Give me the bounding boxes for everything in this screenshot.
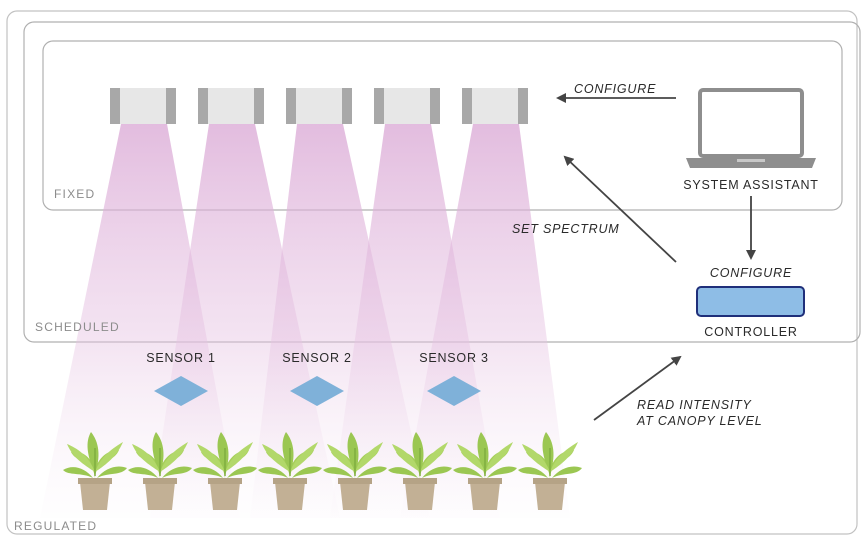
zone-label-fixed: FIXED [54,187,95,201]
zone-label-scheduled: SCHEDULED [35,320,120,334]
read-intensity-arrow-icon [593,355,682,421]
regulated-zone-frame [6,10,858,535]
light-fixture-icon [374,88,440,124]
sensor-icon [290,376,344,406]
set-spectrum-label: SET SPECTRUM [512,222,620,236]
sensors [154,376,481,406]
sensor-icon [427,376,481,406]
light-fixtures [110,88,528,124]
sensor-label-3: SENSOR 3 [419,351,489,365]
controller-icon [696,286,805,317]
read-intensity-label-line2: AT CANOPY LEVEL [636,414,762,428]
zone-label-regulated: REGULATED [14,519,97,533]
laptop-icon [686,88,816,168]
sensor-label-2: SENSOR 2 [282,351,352,365]
configure-label-top: CONFIGURE [574,82,656,96]
light-fixture-icon [286,88,352,124]
system-assistant-label: SYSTEM ASSISTANT [683,178,819,192]
sensor-label-1: SENSOR 1 [146,351,216,365]
light-beam [400,124,570,518]
configure-label-mid: CONFIGURE [710,266,792,280]
light-fixture-icon [462,88,528,124]
sensor-icon [154,376,208,406]
light-fixture-icon [198,88,264,124]
light-beams [40,124,570,518]
set-spectrum-arrow-icon [563,155,677,263]
light-fixture-icon [110,88,176,124]
controller-label: CONTROLLER [704,325,797,339]
read-intensity-label-line1: READ INTENSITY [637,398,753,412]
